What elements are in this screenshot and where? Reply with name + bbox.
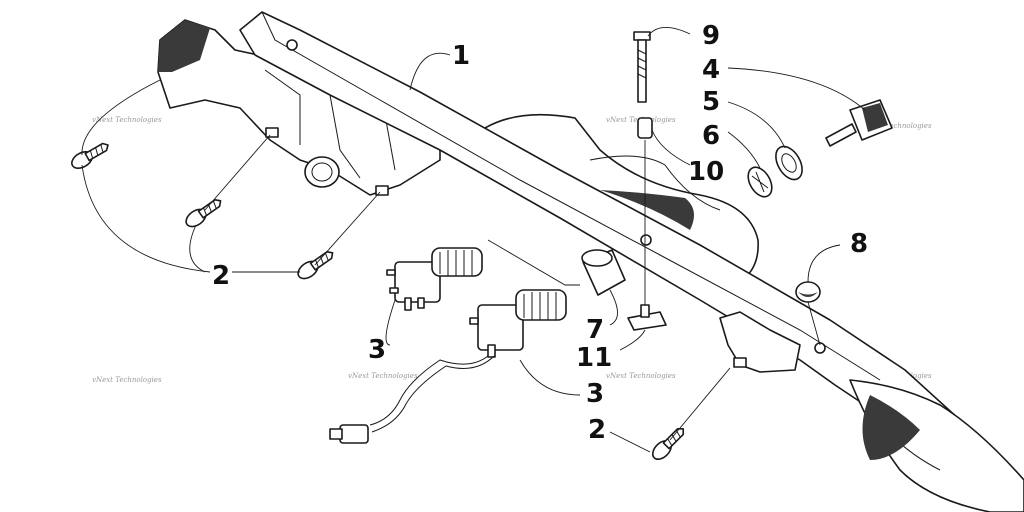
- screw: [651, 427, 685, 461]
- callout-2: 2: [212, 261, 230, 291]
- callout-6: 6: [702, 121, 720, 151]
- callouts: 1 2 2 3 3 4 5 6 7 8 9 10 11: [212, 21, 868, 445]
- watermark: vNext Technologies: [92, 376, 162, 384]
- callout-5: 5: [702, 87, 720, 117]
- callout-4: 4: [702, 55, 720, 85]
- key: [825, 99, 893, 147]
- watermark: vNext Technologies: [862, 122, 932, 130]
- watermark: vNext Technologies: [92, 116, 162, 124]
- callout-1: 1: [452, 41, 470, 71]
- leader-lines: [81, 27, 866, 453]
- handlebar-housing: [157, 11, 1024, 512]
- callout-8: 8: [850, 229, 868, 259]
- switch-sleeve: [581, 249, 626, 296]
- screw: [185, 199, 222, 228]
- callout-3: 3: [586, 379, 604, 409]
- nut: [637, 117, 653, 139]
- callout-7: 7: [586, 315, 604, 345]
- callout-2: 2: [588, 415, 606, 445]
- watermark: vNext Technologies: [606, 372, 676, 380]
- callout-11: 11: [576, 343, 612, 373]
- stud-pin: [633, 31, 651, 103]
- callout-10: 10: [688, 157, 724, 187]
- screw: [71, 142, 109, 169]
- screw: [297, 251, 334, 280]
- watermark: vNext Technologies: [348, 372, 418, 380]
- screw-group: [71, 142, 685, 461]
- light-switch: [329, 289, 567, 444]
- plug: [795, 281, 821, 303]
- ignition-switch: [386, 247, 483, 311]
- bezel: [775, 145, 803, 181]
- callout-9: 9: [702, 21, 720, 51]
- lock-washer: [747, 166, 773, 198]
- callout-3: 3: [368, 335, 386, 365]
- clip: [627, 304, 667, 331]
